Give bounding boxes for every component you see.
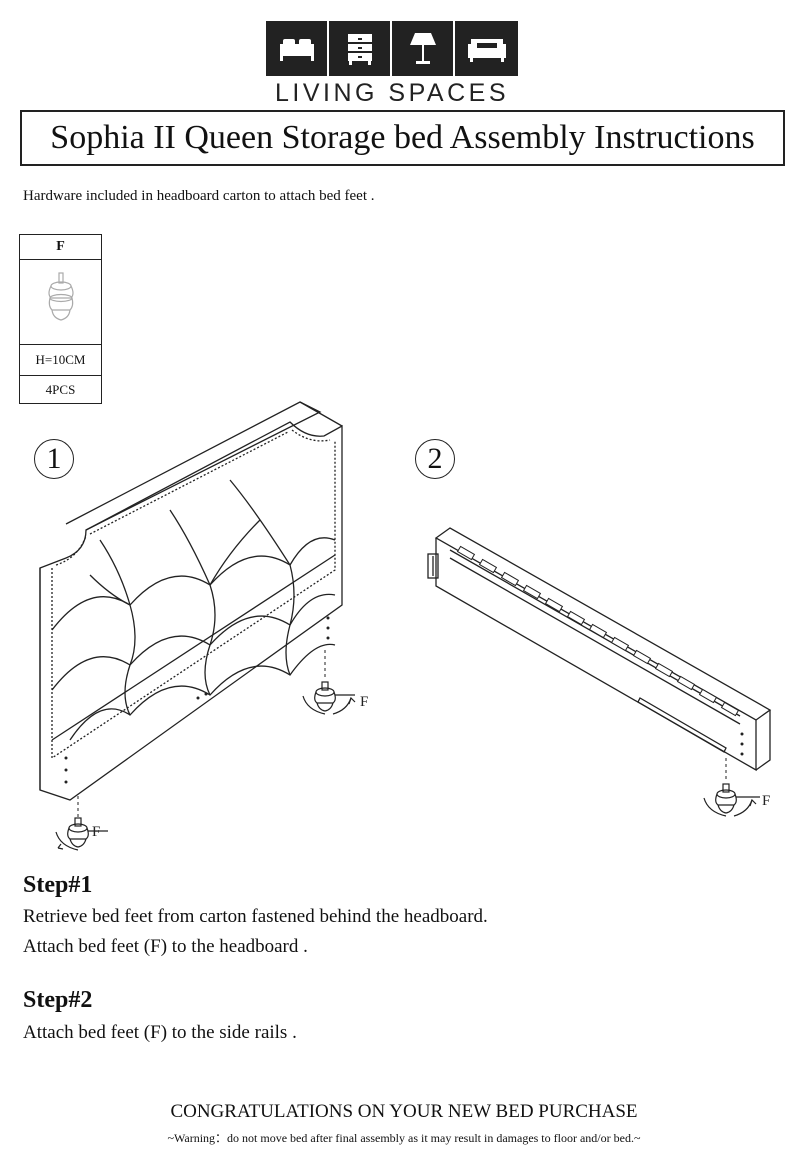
- diagram-2-number: 2: [415, 439, 455, 479]
- bed-icon: [266, 21, 329, 76]
- part-dimension: H=10CM: [19, 344, 102, 376]
- step-1-line-1: Retrieve bed feet from carton fastened b…: [23, 906, 488, 927]
- hardware-caption: Hardware included in headboard carton to…: [23, 188, 375, 204]
- callout-f-rail: F: [762, 793, 770, 809]
- step-1-line-2: Attach bed feet (F) to the headboard .: [23, 936, 308, 957]
- part-quantity: 4PCS: [19, 375, 102, 404]
- hardware-parts-table: F H=10CM 4PCS: [19, 234, 102, 404]
- callout-f-left: F: [92, 824, 100, 840]
- callout-f-right: F: [360, 694, 368, 710]
- warning-text: ~Warning：do not move bed after final ass…: [167, 1131, 641, 1145]
- title-box: Sophia II Queen Storage bed Assembly Ins…: [20, 110, 785, 166]
- brand-name: LIVING SPACES: [275, 79, 509, 107]
- congratulations-text: CONGRATULATIONS ON YOUR NEW BED PURCHASE: [170, 1101, 638, 1122]
- headboard-diagram: F F: [39, 401, 368, 851]
- step-2-heading: Step#2: [23, 987, 93, 1013]
- part-label: F: [19, 234, 102, 260]
- diagram-1-number: 1: [34, 439, 74, 479]
- step-1-heading: Step#1: [23, 872, 93, 898]
- lamp-icon: [392, 21, 455, 76]
- side-rail-diagram: F: [427, 527, 772, 817]
- dresser-icon: [329, 21, 392, 76]
- brand-logo: LIVING SPACES: [266, 21, 518, 107]
- bed-foot-image: [19, 259, 102, 345]
- logo-icon-row: [266, 21, 518, 76]
- sofa-icon: [455, 21, 518, 76]
- bed-foot-icon: [47, 272, 74, 321]
- step-2-line-1: Attach bed feet (F) to the side rails .: [23, 1022, 297, 1043]
- page-title: Sophia II Queen Storage bed Assembly Ins…: [50, 119, 755, 156]
